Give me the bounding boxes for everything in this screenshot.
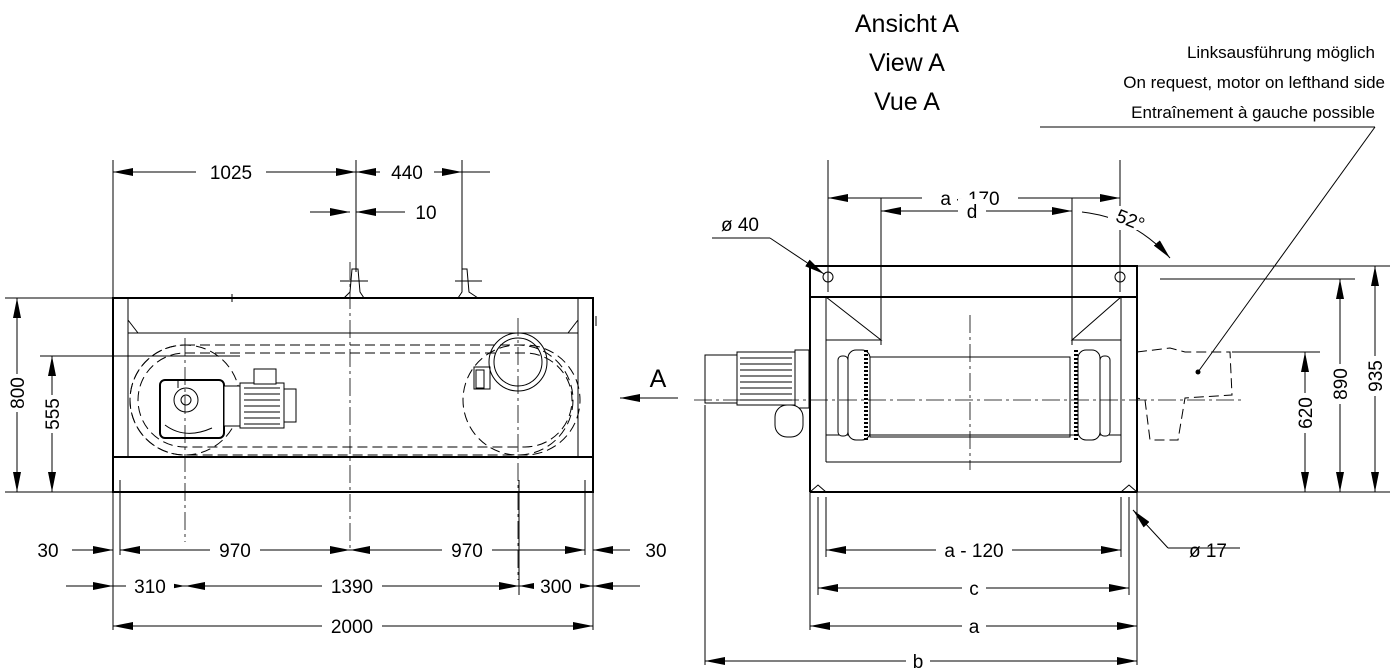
mounting-bracket-right (457, 268, 479, 299)
hole-40-label: ø 40 (721, 215, 759, 236)
idler-pulley (462, 344, 574, 456)
dim-620: 620 (1296, 397, 1317, 429)
front-view: 1025 440 10 800 555 30 970 970 30 310 13… (5, 160, 678, 638)
dim-890: 890 (1331, 368, 1352, 400)
dim-935: 935 (1366, 360, 1387, 392)
view-title-fr: Vue A (874, 88, 940, 116)
dim-b: b (913, 652, 924, 672)
dim-440: 440 (391, 163, 423, 184)
view-arrow-label: A (650, 365, 667, 393)
dim-970-right: 970 (451, 541, 483, 562)
note-de: Linksausführung möglich (1187, 43, 1375, 62)
optional-motor-right (1136, 347, 1233, 441)
dim-30-left: 30 (37, 541, 58, 562)
side-top-plate (809, 265, 1138, 298)
dim-10: 10 (415, 203, 436, 224)
dim-a-minus-120: a - 120 (944, 541, 1003, 562)
side-motor-fan (704, 354, 738, 404)
note-fr: Entraînement à gauche possible (1131, 103, 1375, 122)
dim-970-left: 970 (219, 541, 251, 562)
note-leader (1197, 126, 1376, 373)
side-motor (736, 351, 796, 406)
dim-1390: 1390 (331, 577, 373, 598)
dim-a: a (969, 617, 980, 638)
dim-800: 800 (8, 377, 29, 409)
dim-1025: 1025 (210, 163, 252, 184)
side-view: a - 170 d 52° ø 40 ø 17 620 890 935 a - … (694, 160, 1390, 672)
note-en: On request, motor on lefthand side (1123, 73, 1385, 92)
view-title-de: Ansicht A (855, 10, 960, 38)
hole-40-leader (769, 237, 825, 275)
dim-300: 300 (540, 577, 572, 598)
gusset-left (825, 295, 883, 341)
gearbox (159, 379, 225, 439)
dim-d: d (967, 202, 978, 223)
hole-17-label: ø 17 (1189, 541, 1227, 562)
dim-555: 555 (43, 398, 64, 430)
dim-310: 310 (134, 577, 166, 598)
view-title-en: View A (869, 49, 945, 77)
gusset-right (1070, 295, 1122, 341)
dim-30-right: 30 (645, 541, 666, 562)
mounting-bracket-left (343, 268, 365, 299)
dim-2000: 2000 (331, 617, 373, 638)
hole-17-leader (1132, 509, 1169, 549)
dim-c: c (969, 579, 979, 600)
